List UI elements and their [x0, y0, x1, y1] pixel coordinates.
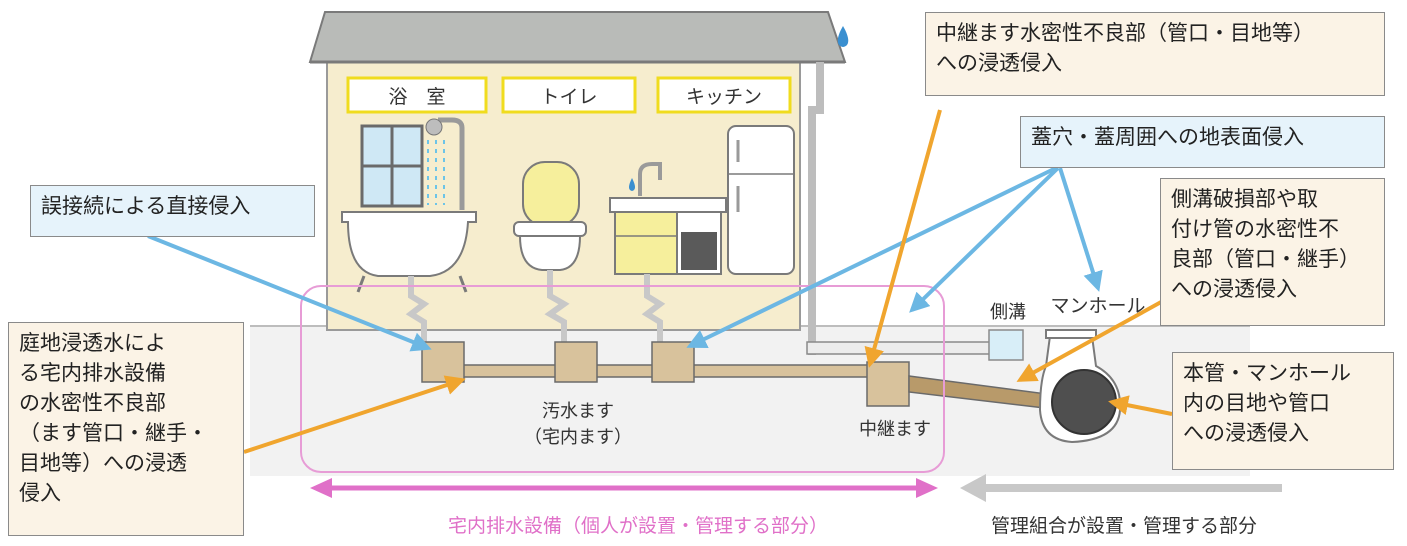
- callout-side-ditch-damage: 側溝破損部や取 付け管の水密性不 良部（管口・継手） への浸透侵入: [1160, 178, 1385, 326]
- sink-cabinet: [614, 211, 678, 275]
- callout-relay-masu-joint: 中継ます水密性不良部（管口・目地等） への浸透侵入: [925, 12, 1385, 96]
- sewage-masu-1: [421, 341, 465, 383]
- sewage-masu-3: [651, 341, 695, 383]
- arrow-side-ditch: [1016, 294, 1173, 382]
- side-ditch-box: [988, 329, 1024, 361]
- sewage-masu-label: 汚水ます: [542, 401, 614, 422]
- bathroom: [341, 117, 477, 293]
- arrow-relay-masu: [864, 109, 942, 368]
- arrow-garden-seepage: [243, 375, 466, 454]
- toilet-seat: [513, 221, 587, 237]
- room-label-toilet-box: [501, 76, 637, 114]
- callout-garden-seepage: 庭地浸透水によ る宅内排水設備 の水密性不良部 （ます管口・継手・ 目地等）への…: [8, 322, 244, 536]
- legend-private: 宅内排水設備（個人が設置・管理する部分）: [448, 515, 828, 537]
- rain-gutter: [808, 62, 824, 355]
- private-area-outline: [300, 285, 945, 473]
- shower-head: [438, 117, 465, 210]
- sewage-masu-2: [554, 341, 598, 383]
- manhole: [1038, 329, 1122, 444]
- arrow-lid-surface-3: [1058, 167, 1103, 292]
- faucet: [638, 162, 662, 196]
- manhole-label: マンホール: [1050, 295, 1145, 317]
- callout-lid-surface: 蓋穴・蓋周囲への地表面侵入: [1020, 116, 1385, 168]
- main-sewer-pipe: [1051, 369, 1117, 435]
- association-range-arrow: [960, 474, 1282, 502]
- bathtub: [341, 211, 477, 277]
- callout-main-pipe-manhole: 本管・マンホール 内の目地や管口 への浸透侵入: [1172, 352, 1394, 470]
- side-ditch-label: 側溝: [990, 302, 1026, 323]
- refrigerator: [727, 125, 795, 275]
- relay-masu-label: 中継ます: [859, 419, 931, 440]
- arrow-lid-surface-1: [686, 166, 1057, 348]
- callout-misconnection: 誤接続による直接侵入: [30, 185, 315, 237]
- relay-masu: [866, 361, 910, 407]
- faucet-drop-icon: [629, 178, 635, 191]
- arrow-misconnection: [147, 234, 432, 352]
- orange-arrows: [243, 109, 1173, 454]
- toilet-bowl: [518, 235, 582, 271]
- room-label-bath: 浴 室: [388, 86, 445, 108]
- room-label-bath-box: [346, 76, 488, 114]
- room-label-kitchen: キッチン: [686, 86, 762, 108]
- water-drop-icon: [837, 26, 849, 47]
- drain-pipes: [405, 270, 666, 342]
- arrow-lid-surface-2: [909, 166, 1060, 313]
- room-label-toilet: トイレ: [540, 86, 597, 108]
- house-roof: [308, 11, 847, 63]
- toilet-tank: [522, 161, 580, 227]
- toilet: [513, 161, 587, 271]
- sewage-masu-sublabel: （宅内ます）: [524, 427, 632, 448]
- private-range-arrow: [310, 478, 938, 498]
- room-label-kitchen-box: [656, 76, 792, 114]
- blue-arrows: [147, 166, 1103, 352]
- sink-counter: [609, 197, 727, 213]
- kitchen-sink: [609, 162, 727, 275]
- legend-association: 管理組合が設置・管理する部分: [991, 515, 1257, 537]
- side-ditch-pipe: [806, 341, 1018, 355]
- arrow-main-pipe: [1108, 395, 1173, 416]
